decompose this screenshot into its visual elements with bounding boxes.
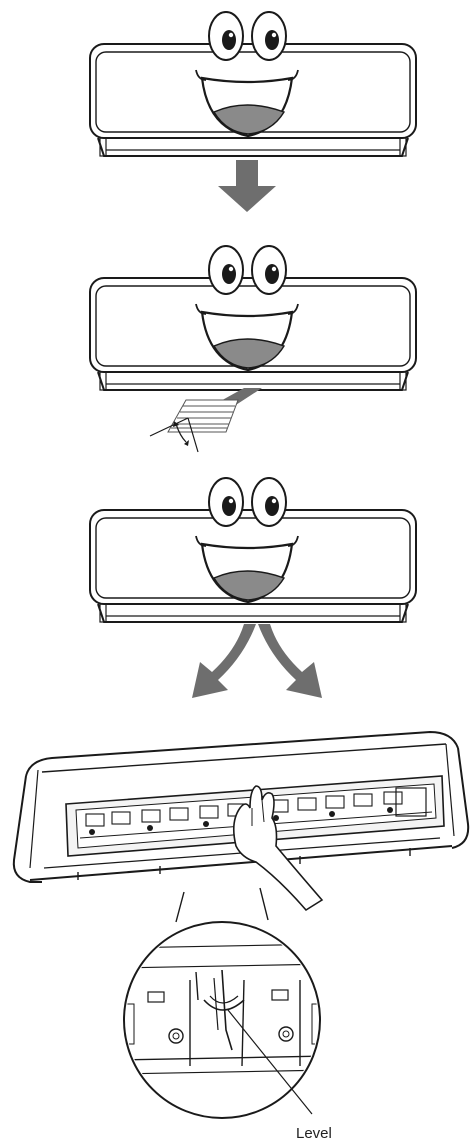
panel-unit-louver-adjustment	[14, 732, 468, 910]
panel-unit-airflow-angled	[90, 246, 416, 452]
detail-zoom: Level	[118, 888, 332, 1142]
smiling-unit-1	[90, 12, 416, 156]
angle-arrow-icon	[150, 388, 262, 452]
smiling-unit-2	[90, 246, 416, 390]
split-arrow-icon	[192, 624, 322, 698]
level-label: Level	[296, 1125, 332, 1142]
panel-unit-airflow-split	[90, 478, 416, 698]
down-arrow-icon	[218, 160, 276, 212]
panel-unit-airflow-down	[90, 12, 416, 212]
smiling-unit-3	[90, 478, 416, 622]
